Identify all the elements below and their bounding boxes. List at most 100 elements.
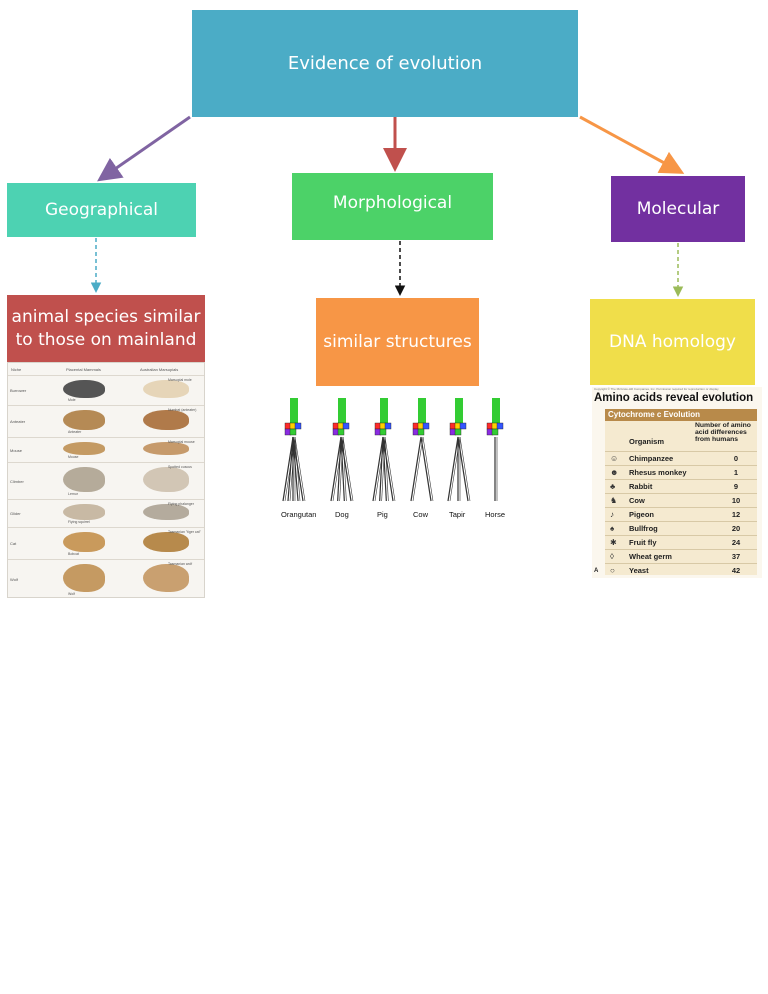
digit-bone [447,436,459,502]
mp-niche-label: Climber [10,478,24,484]
marsupial-name: Tasmanian "tiger cat" [168,530,201,534]
digit-bone [420,436,432,502]
figure-letter: A [594,568,599,574]
carpal-bone [342,422,350,430]
dna-homology-box: DNA homology [590,299,755,385]
frog-icon: ♠ [610,524,615,533]
organism-name: Chimpanzee [629,454,674,463]
limb-label: Orangutan [281,510,317,519]
organism-name: Bullfrog [629,524,658,533]
amino-table-row: ♞ Cow 10 [605,493,757,508]
mp-header-niche: Niche [11,367,22,372]
molecular-box: Molecular [611,176,745,242]
molecular-label: Molecular [636,198,720,219]
placental-name: Lemur [68,492,78,496]
chimp-icon: ☺ [610,454,619,463]
digit-bone [410,436,422,502]
organism-name: Yeast [629,566,649,575]
digit-bone-outline [384,436,389,502]
carpal-bone [491,428,499,436]
limb-label: Horse [485,510,506,519]
mp-niche-label: Glider [10,511,21,516]
geographical-label: Geographical [44,199,158,220]
radius-bone-green [455,398,463,426]
similar-structures-label: similar structures [323,331,472,352]
morphological-label: Morphological [332,193,453,214]
digit-bone [337,436,342,502]
placental-animal-icon [63,564,105,592]
limb-label: Dog [335,510,349,519]
organism-name: Wheat germ [629,552,672,561]
digit-bone-outline [342,436,354,502]
similar-structures-box: similar structures [316,298,479,386]
placental-name: Flying squirrel [68,520,90,524]
mp-niche-label: Anteater [10,419,26,424]
carpal-bone [459,422,467,430]
radius-bone-green [418,398,426,426]
difference-count: 42 [731,566,741,575]
marsupial-name: Spotted cuscus [168,465,192,469]
difference-count: 20 [731,524,741,533]
marsupial-animal-icon [143,380,189,398]
wheat-icon: ◊ [610,552,614,561]
amino-table-row: ☺ Chimpanzee 0 [605,451,757,466]
limb-label: Tapir [449,510,466,519]
placental-animal-icon [63,467,105,492]
marsupial-animal-icon [143,532,189,552]
digit-bone [292,436,299,502]
digit-bone [382,436,387,502]
animal-species-box: animal species similar to those on mainl… [7,295,205,362]
digit-bone [457,436,469,502]
placental-name: Anteater [68,430,82,434]
carpal-bone [294,422,302,430]
cow-icon: ♞ [610,496,618,505]
monkey-icon: ☻ [610,468,619,477]
placental-name: Wolf [68,592,75,596]
root-node-label: Evidence of evolution [287,52,483,74]
mp-niche-label: Mouse [10,447,23,453]
cytochrome-table: Cytochrome c Evolution Organism Number o… [605,409,757,575]
difference-count: 0 [733,454,739,463]
marsupial-name: Marsupial mole [168,378,192,382]
marsupial-animal-icon [143,504,189,520]
carpal-bone [337,428,345,436]
amino-acid-figure: Copyright © The McGraw-Hill Companies, I… [592,387,762,578]
fly-icon: ✱ [610,538,617,547]
digit-bone [340,436,352,502]
organism-name: Cow [629,496,645,505]
radius-bone-green [492,398,500,426]
marsupial-comparison-figure: Niche Placental Mammals Australian Marsu… [7,362,205,598]
marsupial-animal-icon [143,564,189,592]
difference-count: 37 [731,552,741,561]
amino-title: Amino acids reveal evolution [594,392,754,404]
morphological-box: Morphological [292,173,493,240]
col-differences: Number of amino acid differences from hu… [695,422,751,444]
root-node-box: Evidence of evolution [192,10,578,117]
placental-animal-icon [63,504,105,520]
difference-count: 10 [731,496,741,505]
placental-name: Mole [68,398,76,402]
digit-bone [292,436,304,502]
difference-count: 24 [731,538,741,547]
radius-bone-green [380,398,388,426]
digit-bone-outline [412,436,424,502]
mp-niche-label: Cat [10,541,17,546]
carpal-bone [379,428,387,436]
digit-bone [372,436,384,502]
difference-count: 12 [731,510,741,519]
digit-bone-outline [342,436,347,502]
marsupial-animal-icon [143,410,189,430]
cytochrome-table-title-text: Cytochrome c Evolution [608,410,701,419]
carpal-bone [422,422,430,430]
radius-bone-green [290,398,298,426]
